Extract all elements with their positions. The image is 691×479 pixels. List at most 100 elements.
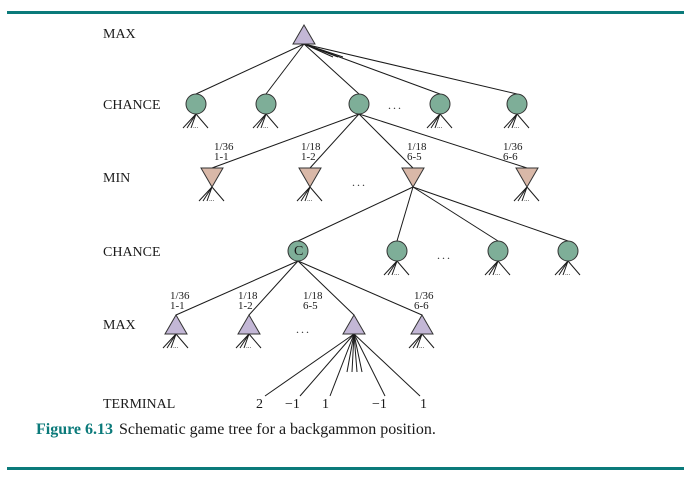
- roll-label: 6-5: [303, 300, 318, 312]
- roll-label: 6-5: [407, 151, 422, 163]
- bottom-rule: [7, 467, 684, 470]
- tree-edge: [248, 333, 262, 349]
- level-label-min: MIN: [103, 171, 130, 186]
- chance-node-c: [287, 240, 309, 262]
- tree-labels: MAX CHANCE MIN CHANCE MAX TERMINAL 1/36 …: [103, 27, 523, 412]
- tree-edge: [484, 260, 499, 276]
- prob-label: 1/36: [170, 290, 190, 302]
- tree-edge: [202, 186, 213, 202]
- tree-edge: [567, 260, 581, 276]
- ellipsis: ...: [246, 342, 252, 350]
- ellipsis: ...: [394, 269, 400, 277]
- tree-edges: [162, 43, 581, 397]
- chance-node: [557, 240, 579, 262]
- tree-edge: [190, 113, 197, 129]
- ellipsis: ...: [388, 98, 403, 112]
- ellipsis: ...: [296, 322, 311, 336]
- chance-node-label: C: [294, 244, 303, 259]
- chance-node: [386, 240, 408, 262]
- tree-edge: [186, 113, 197, 129]
- tree-edge: [297, 260, 355, 316]
- top-rule: [7, 11, 684, 14]
- terminal-value: −1: [285, 397, 300, 412]
- tree-edge: [170, 333, 177, 349]
- tree-edge: [235, 333, 250, 349]
- tree-edge: [303, 43, 360, 95]
- chance-node: [429, 93, 451, 115]
- ellipsis: ...: [209, 195, 215, 203]
- tree-edge: [211, 113, 360, 169]
- tree-edge: [439, 113, 453, 129]
- level-label-terminal: TERMINAL: [103, 397, 175, 412]
- terminal-value: 1: [322, 397, 329, 412]
- prob-label: 1/36: [503, 141, 523, 153]
- tree-edge: [252, 113, 267, 129]
- tree-edge: [513, 186, 528, 202]
- tree-edge: [521, 186, 528, 202]
- tree-edge: [175, 333, 189, 349]
- tree-edge: [516, 113, 530, 129]
- tree-edge: [303, 43, 344, 58]
- tree-edge: [421, 333, 435, 349]
- root-max-node: [292, 24, 316, 45]
- tree-edge: [198, 186, 213, 202]
- tree-edge: [248, 260, 299, 316]
- tree-edge: [211, 186, 225, 202]
- tree-edge: [256, 113, 267, 129]
- tree-edge: [297, 260, 423, 316]
- tree-edge: [175, 260, 299, 316]
- tree-edge: [353, 333, 386, 397]
- tree-edge: [303, 43, 518, 95]
- tree-edge: [358, 113, 414, 169]
- tree-edge: [353, 333, 363, 373]
- min-node: [515, 167, 539, 188]
- tree-edge: [260, 113, 267, 129]
- tree-edge: [488, 260, 499, 276]
- tree-edge: [206, 186, 213, 202]
- tree-edge: [517, 186, 528, 202]
- roll-label: 1-1: [214, 151, 229, 163]
- tree-edge: [492, 260, 499, 276]
- tree-edge: [497, 260, 511, 276]
- ellipsis: ...: [514, 122, 520, 130]
- chance-node: [506, 93, 528, 115]
- tree-edge: [391, 260, 398, 276]
- tree-edge: [265, 43, 305, 95]
- min-node: [401, 167, 425, 188]
- tree-edge: [309, 113, 360, 169]
- tree-edge: [299, 333, 355, 397]
- ellipsis: ...: [524, 195, 530, 203]
- level-label-chance-1: CHANCE: [103, 98, 161, 113]
- tree-edge: [387, 260, 398, 276]
- tree-edge: [396, 260, 410, 276]
- ellipsis: ...: [263, 122, 269, 130]
- chance-node: [348, 93, 370, 115]
- figure-label: Figure 6.13: [36, 421, 114, 438]
- min-node: [298, 167, 322, 188]
- tree-edge: [408, 333, 423, 349]
- tree-edge: [264, 333, 355, 397]
- tree-edge: [239, 333, 250, 349]
- chance-node: [487, 240, 509, 262]
- roll-label: 1-2: [301, 151, 316, 163]
- max-node: [342, 314, 366, 335]
- terminal-value: 1: [420, 397, 427, 412]
- prob-label: 1/36: [214, 141, 234, 153]
- prob-label: 1/18: [303, 290, 323, 302]
- max-node: [237, 314, 261, 335]
- tree-edge: [503, 113, 518, 129]
- tree-nodes: .......................................C: [164, 24, 579, 350]
- level-label-chance-2: CHANCE: [103, 245, 161, 260]
- prob-label: 1/36: [414, 290, 434, 302]
- ellipsis: ...: [437, 248, 452, 262]
- tree-edge: [329, 333, 355, 397]
- tree-edge: [296, 186, 311, 202]
- tree-edge: [265, 113, 279, 129]
- ellipsis: ...: [193, 122, 199, 130]
- ellipsis: ...: [419, 342, 425, 350]
- ellipsis: ...: [307, 195, 313, 203]
- tree-edge: [396, 186, 414, 242]
- tree-edge: [162, 333, 177, 349]
- tree-edge: [383, 260, 398, 276]
